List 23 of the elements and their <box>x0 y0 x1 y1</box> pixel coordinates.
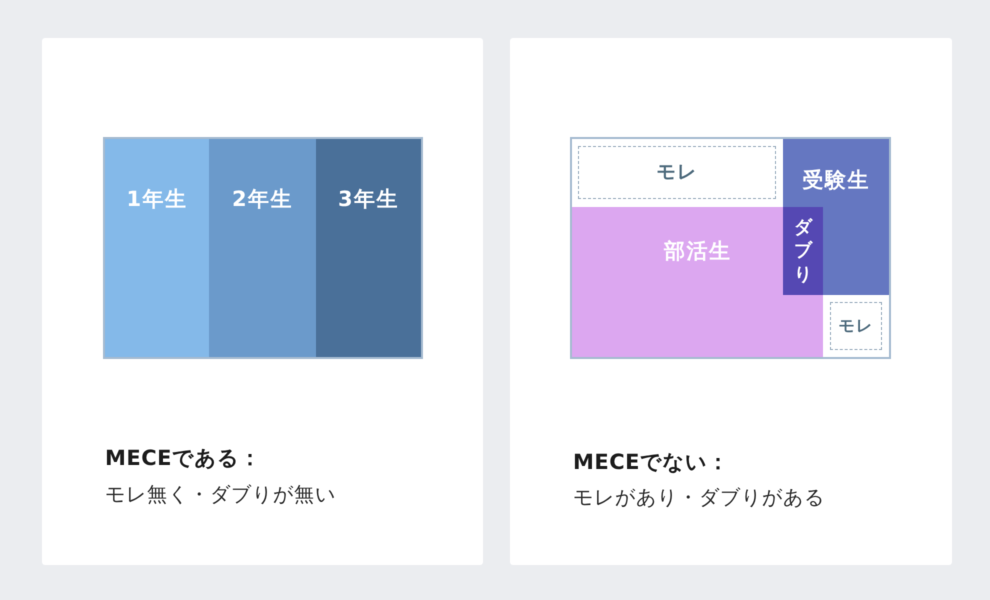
segment-label: 2年生 <box>232 187 294 212</box>
gap-label: モレ <box>838 316 874 336</box>
segment-label: 受験生 <box>802 168 870 192</box>
diagram-frame <box>570 137 891 359</box>
dashed-region <box>830 302 882 350</box>
panel-description: モレ無く・ダブりが無い <box>105 483 336 506</box>
panel-heading: MECEである： <box>105 446 261 470</box>
gap-label: モレ <box>656 162 698 184</box>
dashed-region <box>578 146 776 199</box>
segment-label: 3年生 <box>338 187 400 212</box>
panel-description: モレがあり・ダブりがある <box>573 486 825 509</box>
segment-label: 1年生 <box>126 187 188 212</box>
segment-block <box>316 139 421 357</box>
panel-heading: MECEでない： <box>573 450 729 474</box>
segment-label: 部活生 <box>664 239 732 264</box>
overlap-label: ダブり <box>794 216 812 286</box>
panel-card <box>42 38 483 565</box>
diagram-frame <box>103 137 423 359</box>
segment-block <box>572 207 823 357</box>
segment-block <box>105 139 209 357</box>
overlap-block <box>783 207 823 295</box>
panel-card <box>510 38 952 565</box>
segment-block <box>209 139 316 357</box>
